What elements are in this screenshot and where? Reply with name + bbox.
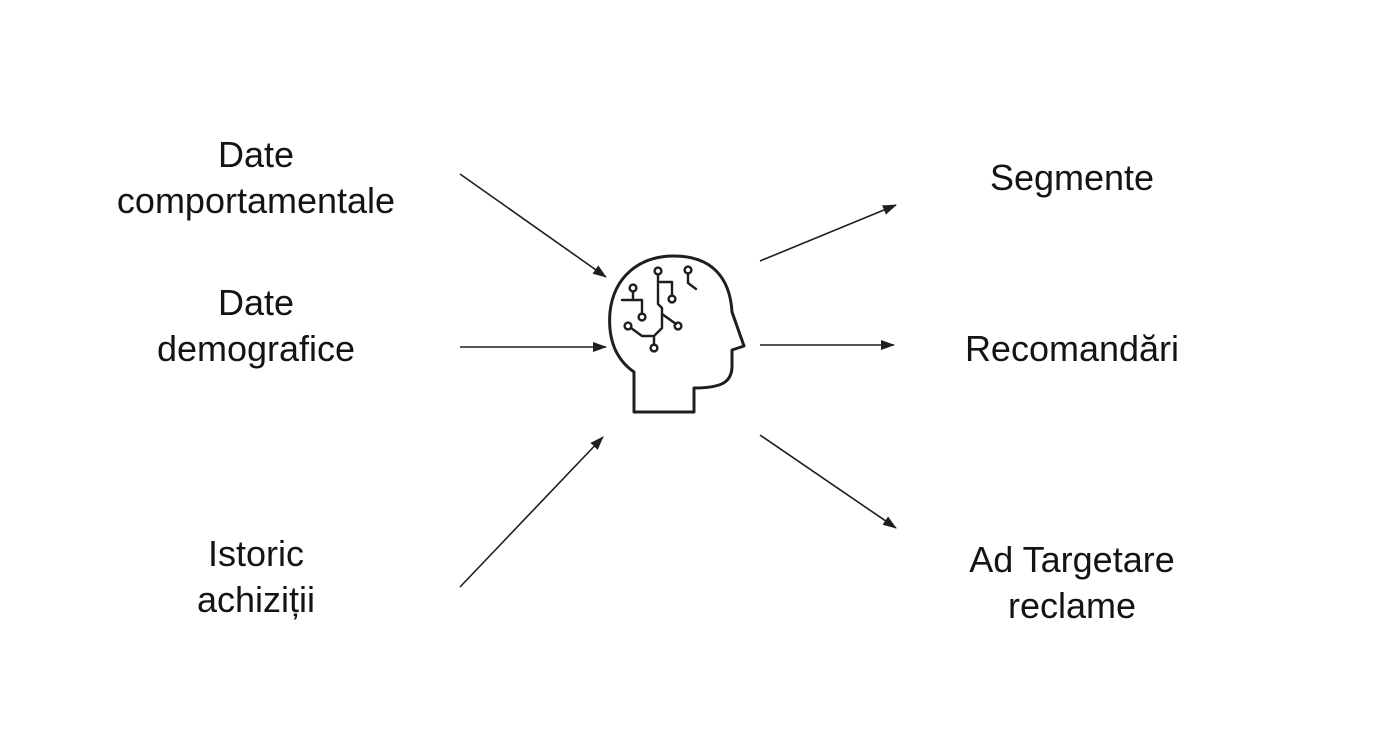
output-label-ad-targeting: Ad Targetare reclame (872, 537, 1272, 629)
output-label-ad-targeting-line2: reclame (1007, 585, 1137, 626)
output-label-recommendations: Recomandări (872, 326, 1272, 372)
arrow-ai-to-ad-targeting (759, 434, 897, 529)
input-label-history-line2: achiziții (196, 579, 316, 620)
arrow-history-to-ai (459, 436, 604, 588)
input-label-demographic-line1: Date (217, 282, 295, 323)
input-label-history-line1: Istoric (207, 533, 304, 574)
input-label-behavioral-line1: Date (217, 134, 295, 175)
arrow-behavioral-to-ai (459, 173, 607, 278)
input-label-behavioral-line2: comportamentale (116, 180, 396, 221)
input-label-demographic-data: Date demografice (56, 280, 456, 372)
output-label-ad-targeting-line1: Ad Targetare (969, 539, 1175, 580)
input-label-demographic-line2: demografice (156, 328, 356, 369)
arrow-ai-to-segments (759, 204, 897, 262)
output-label-segments: Segmente (872, 155, 1272, 201)
ai-brain-head-icon (608, 254, 746, 414)
input-label-behavioral-data: Date comportamentale (56, 132, 456, 224)
output-label-recommendations-line1: Recomandări (964, 328, 1180, 369)
input-label-purchase-history: Istoric achiziții (56, 531, 456, 623)
output-label-segments-line1: Segmente (989, 157, 1155, 198)
